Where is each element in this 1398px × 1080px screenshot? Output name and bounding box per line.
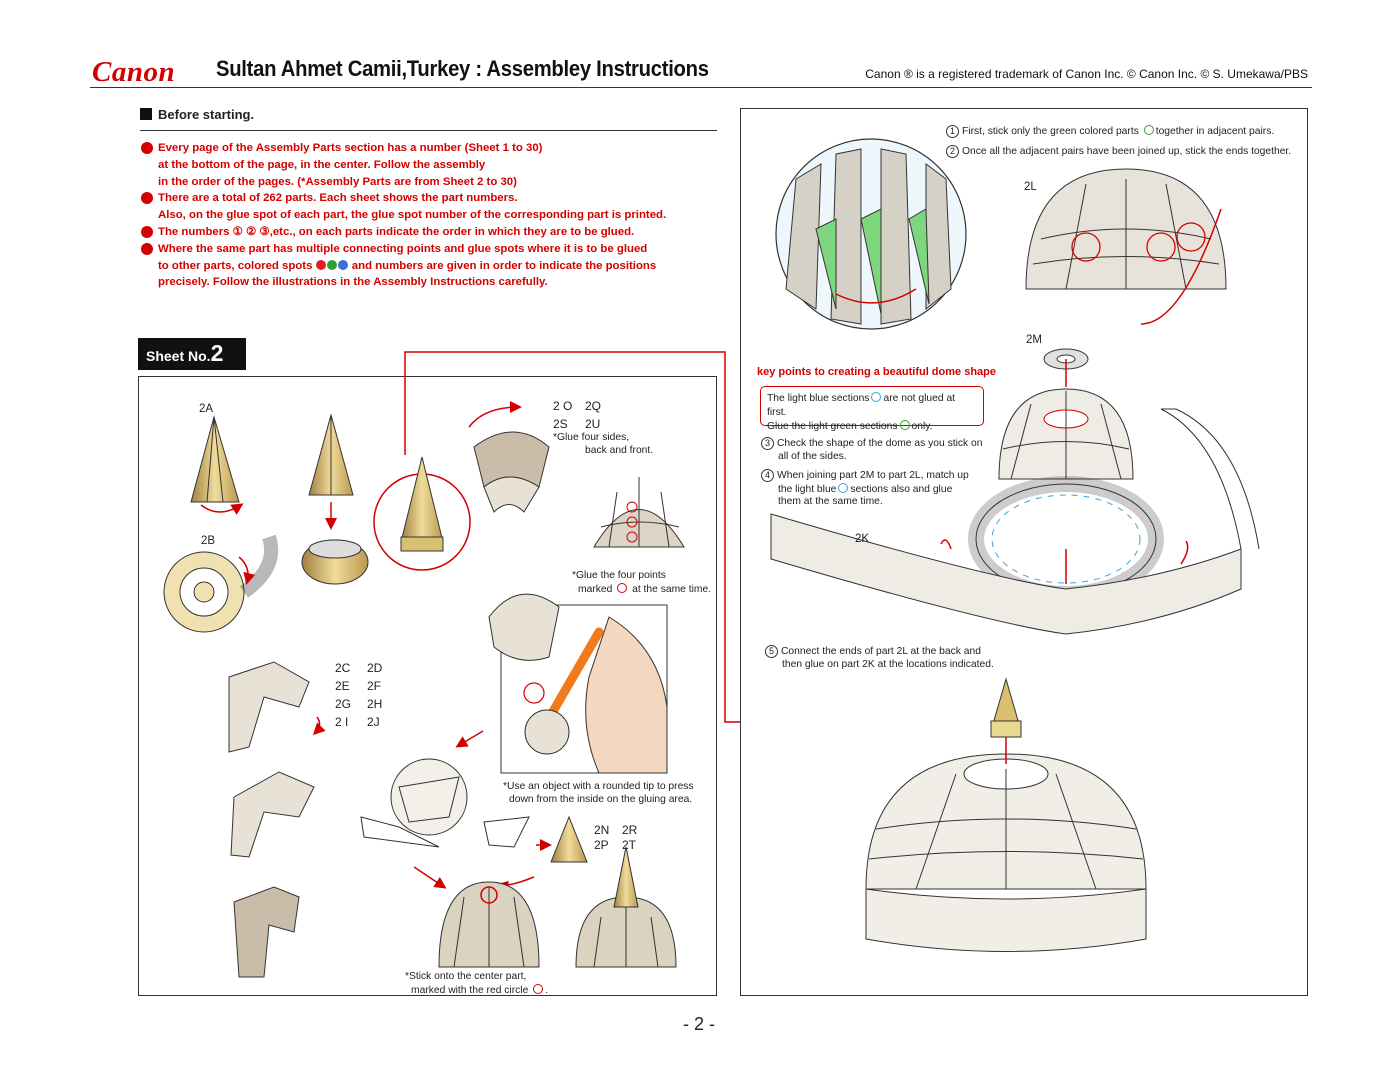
step-4-number: 4 (761, 469, 774, 482)
blue-ring-icon (838, 483, 848, 493)
page-number: - 2 - (0, 1014, 1398, 1035)
step-5-number: 5 (765, 645, 778, 658)
part-2l-dome (1026, 169, 1226, 324)
dome-detail-circle (776, 139, 966, 329)
green-ring-icon (900, 420, 910, 430)
step-1-number: 1 (946, 125, 959, 138)
label-2m: 2M (1026, 334, 1042, 346)
assembled-dome (976, 359, 1156, 594)
label-2l: 2L (1024, 181, 1037, 193)
right-illustrations (741, 109, 1308, 996)
green-ring-icon (1144, 125, 1154, 135)
step-3-number: 3 (761, 437, 774, 450)
step-2-number: 2 (946, 145, 959, 158)
key-points-heading: key points to creating a beautiful dome … (757, 366, 996, 378)
blue-ring-icon (871, 392, 881, 402)
label-2k: 2K (855, 533, 869, 545)
final-dome (866, 679, 1146, 952)
